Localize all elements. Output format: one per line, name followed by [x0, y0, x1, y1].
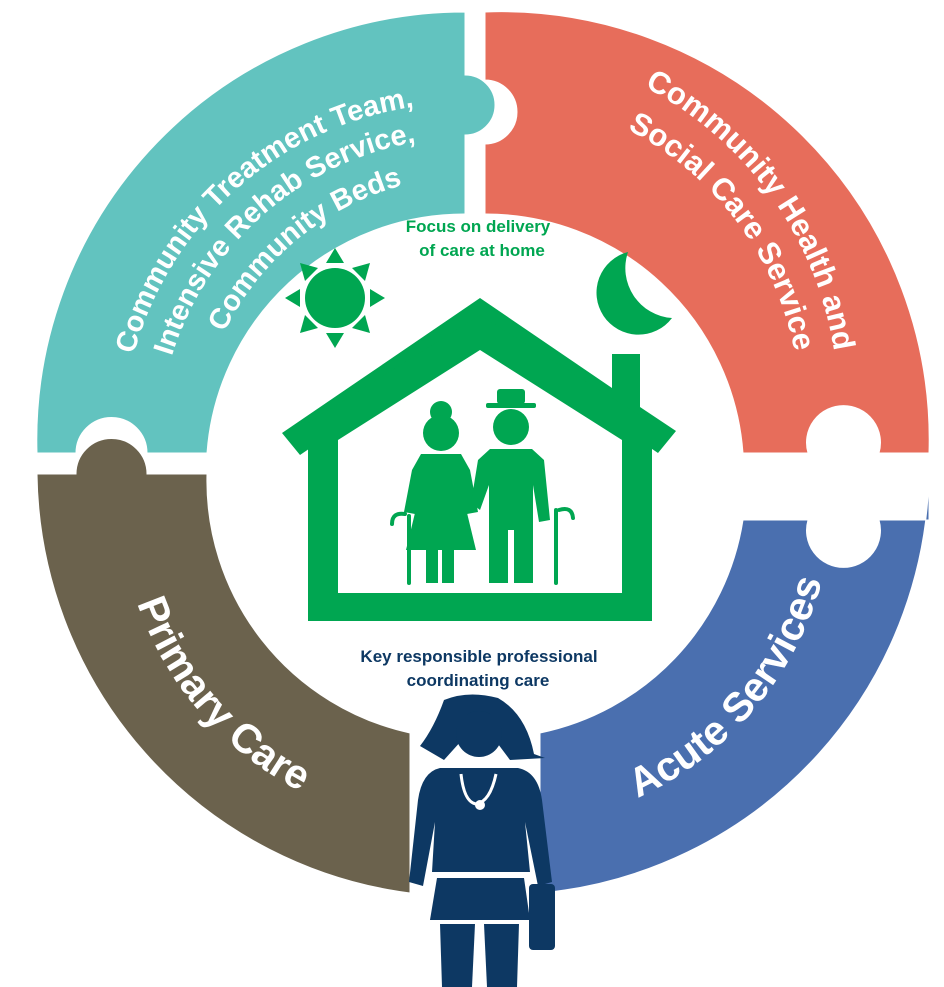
ring [36, 11, 930, 894]
professional-text-line2: coordinating care [407, 671, 550, 690]
focus-text-line1: Focus on delivery [406, 217, 551, 236]
segment-community-health [484, 11, 930, 454]
elderly-couple-icon [390, 389, 575, 585]
moon-icon [596, 252, 672, 335]
sun-icon [285, 248, 385, 348]
segment-community-treatment [36, 11, 496, 454]
focus-text-line2: of care at home [419, 241, 545, 260]
segment-primary [36, 438, 411, 894]
care-professional-icon [409, 694, 555, 987]
house-icon [282, 298, 676, 621]
professional-text-line1: Key responsible professional [360, 647, 597, 666]
segment-acute [539, 461, 930, 894]
